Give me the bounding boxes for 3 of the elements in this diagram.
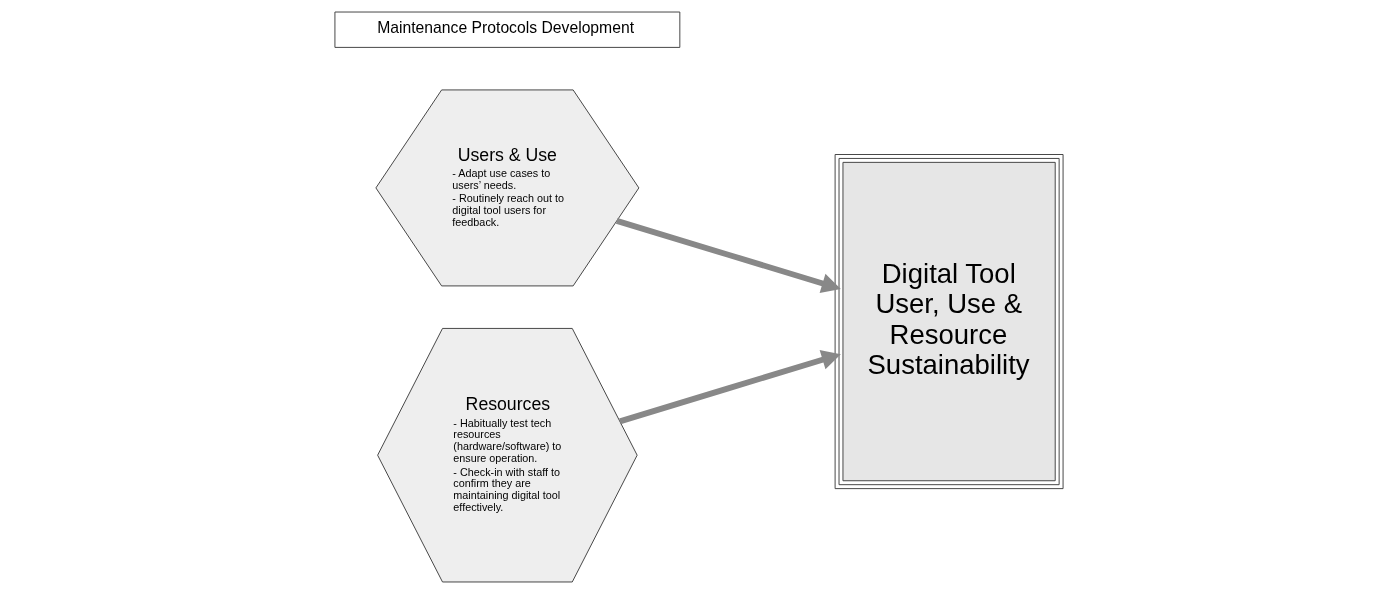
arrow bbox=[618, 350, 841, 425]
node-box: Maintenance Protocols Development bbox=[333, 11, 680, 48]
arrow bbox=[615, 218, 841, 293]
